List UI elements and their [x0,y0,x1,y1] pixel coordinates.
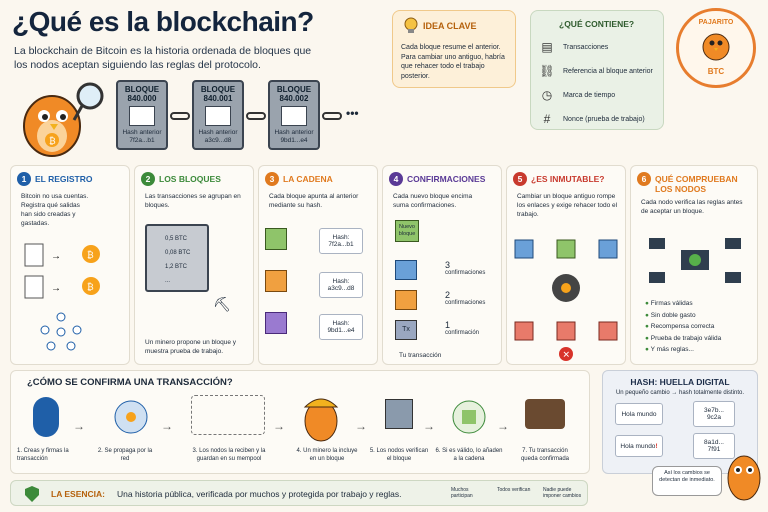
link-icon: ⛓ [539,64,555,78]
chain-network-icon [452,400,486,434]
svg-text:→: → [51,283,61,294]
step-nodos: 6 QUÉ COMPRUEBAN LOS NODOS Cada nodo ver… [630,165,758,365]
node-checks: ● Firmas válidas ● Sin doble gasto ● Rec… [645,300,722,353]
page-title: ¿Qué es la blockchain? [12,6,314,37]
bird-miner-icon [303,398,339,442]
utxo-diagram: → ₿ → ₿ [24,243,100,351]
essence-bar: LA ESENCIA: Una historia pública, verifi… [10,480,588,506]
node-network-icon [649,238,741,283]
network-globe-icon [114,400,148,434]
bird-logo-icon [702,33,730,61]
contains-card: ¿QUÉ CONTIENE? ▤Transacciones ⛓Referenci… [530,10,664,130]
orange-cube [265,270,287,292]
svg-text:✕: ✕ [563,350,571,360]
document-icon: ▤ [541,40,553,54]
svg-text:→: → [51,251,61,262]
bird-mascot-magnifier: ₿ [23,82,104,157]
lightbulb-icon [404,17,418,33]
svg-text:₿: ₿ [87,250,94,260]
block-verify-icon [385,399,413,429]
pickaxe-icon: ⛏ [213,296,231,312]
idea-text: Cada bloque resume el anterior. Para cam… [401,44,505,80]
green-cube [265,228,287,250]
hash-icon: # [543,112,551,126]
step-registro: 1 EL REGISTRO Bitcoin no usa cuentas. Re… [10,165,130,365]
svg-text:₿: ₿ [49,136,56,146]
pajarito-btc-seal: PAJARITO BTC [676,8,756,88]
idea-title: IDEA CLAVE [423,21,477,31]
step-bloques: 2 LOS BLOQUES Las transacciones se agrup… [134,165,254,365]
purple-cube [265,312,287,334]
chain-link [170,112,190,120]
chain-link [246,112,266,120]
hash-panel: HASH: HUELLA DIGITAL Un pequeño cambio →… [602,370,758,474]
idea-clave-card: IDEA CLAVE Cada bloque resume el anterio… [392,10,516,88]
chain-link [322,112,342,120]
step-confirmaciones: 4 CONFIRMACIONES Cada nuevo bloque encim… [382,165,502,365]
step-inmutable: 5 ¿ES INMUTABLE? Cambiar un bloque antig… [506,165,626,365]
svg-text:₿: ₿ [87,282,94,292]
mempool-icon [191,395,265,435]
chain-ellipsis: ••• [346,106,359,120]
page-subtitle: La blockchain de Bitcoin es la historia … [14,45,312,71]
person-phone-icon [33,397,59,437]
clock-icon: ◷ [541,88,553,102]
speech-bubble: Así los cambios se detectan de inmediato… [652,466,722,496]
step-cadena: 3 LA CADENA Cada bloque apunta al anteri… [258,165,378,365]
contains-title: ¿QUÉ CONTIENE? [559,19,635,29]
confirm-flow-panel: ¿CÓMO SE CONFIRMA UNA TRANSACCIÓN? → → →… [10,370,590,474]
tamper-diagram: ✕ [514,239,618,361]
bird-mascot-small [727,455,761,501]
shield-icon [25,486,39,502]
wallet-icon [525,399,565,429]
